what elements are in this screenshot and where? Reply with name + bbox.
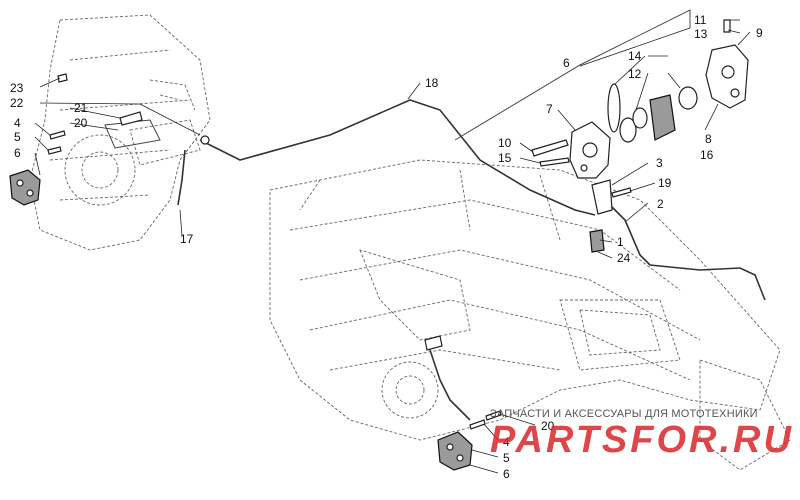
- hose-front-lower: [429, 349, 471, 421]
- callout-6-top: 6: [563, 56, 570, 70]
- callout-10: 10: [498, 136, 512, 150]
- callout-12: 12: [628, 67, 642, 81]
- leader-lines: [34, 14, 751, 474]
- hose-2: [609, 204, 766, 301]
- callout-13: 13: [694, 27, 708, 41]
- callout-23: 23: [10, 81, 24, 95]
- watermark-logo-text: PARTSFOR.RU: [490, 419, 794, 461]
- callout-5-left: 5: [14, 130, 21, 144]
- bracket-3: [591, 179, 613, 215]
- fitting-23: [57, 73, 68, 83]
- bolt-10: [531, 139, 569, 157]
- callout-22: 22: [10, 96, 24, 110]
- callout-8: 8: [705, 132, 712, 146]
- bolt-15: [539, 157, 570, 167]
- caliper-6-left: [9, 169, 41, 206]
- bolt-19: [611, 187, 632, 198]
- hose-17: [177, 149, 186, 206]
- switch-1: [589, 229, 605, 253]
- callout-9: 9: [756, 26, 763, 40]
- pin-5-left: [47, 146, 62, 155]
- callout-2: 2: [657, 197, 664, 211]
- callout-7: 7: [546, 102, 553, 116]
- callout-4-bottom: 4: [503, 435, 510, 449]
- callout-11: 11: [694, 13, 707, 27]
- callout-24: 24: [617, 251, 631, 265]
- master-cylinder-assembly: [454, 9, 749, 253]
- hose-18: [199, 99, 596, 216]
- rear-caliper-left: [9, 73, 210, 206]
- brake-hoses: [177, 99, 766, 421]
- callout-20-bottom: 20: [541, 419, 555, 433]
- caliper-6-bottom: [437, 431, 473, 471]
- callout-14: 14: [628, 49, 642, 63]
- fitting-21: [119, 111, 143, 126]
- callout-6-bottom: 6: [503, 467, 510, 481]
- callout-16: 16: [700, 148, 714, 162]
- bolt-4-left: [49, 130, 66, 140]
- callout-5-bottom: 5: [503, 451, 510, 465]
- ring-12: [678, 86, 698, 110]
- brake-pad-assembly: [649, 94, 676, 141]
- callout-6-left: 6: [14, 146, 21, 160]
- callout-15: 15: [498, 151, 512, 165]
- bolt-4-bottom: [469, 419, 486, 430]
- seal-14: [607, 83, 621, 133]
- callout-4-left: 4: [14, 116, 21, 130]
- pin-20-bottom: [485, 410, 502, 421]
- callout-1: 1: [617, 235, 624, 249]
- callout-21: 21: [74, 101, 88, 115]
- callout-3: 3: [656, 156, 663, 170]
- watermark-logo: PARTSFOR.RU: [490, 419, 794, 461]
- callout-18: 18: [425, 76, 439, 90]
- watermark-tagline: ЗАПЧАСТИ И АКСЕССУАРЫ ДЛЯ МОТОТЕХНИКИ: [490, 408, 758, 420]
- callout-20-left: 20: [74, 116, 88, 130]
- callout-19: 19: [658, 176, 672, 190]
- bracket-outline-6: [454, 9, 691, 141]
- piston-12: [619, 117, 637, 143]
- callout-17: 17: [180, 232, 194, 246]
- callout-numbers: 1 2 3 4 4 5 5 6 6 6 7 8 9 10 11 12 13 14…: [10, 13, 763, 481]
- front-caliper-bottom: [424, 335, 502, 471]
